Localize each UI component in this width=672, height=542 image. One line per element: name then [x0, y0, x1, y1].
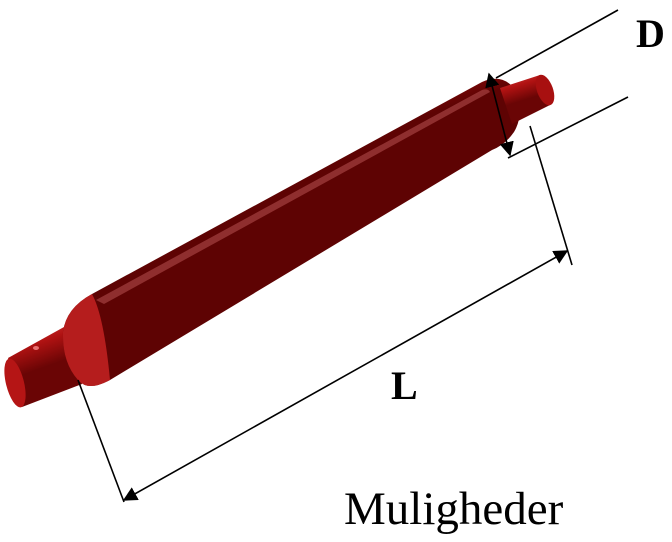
l-arrow	[122, 250, 569, 501]
caption-text: Muligheder	[344, 483, 564, 535]
left-shaft	[4, 327, 82, 408]
l-extension-right	[529, 125, 573, 266]
dimension-d	[485, 9, 629, 159]
diameter-label: D	[636, 11, 665, 56]
dimension-l	[77, 125, 573, 503]
d-arrow	[485, 72, 514, 157]
d-extension-bottom	[507, 96, 629, 159]
roller-body	[62, 78, 520, 387]
length-label: L	[391, 363, 418, 408]
d-extension-top	[495, 9, 619, 79]
l-extension-left	[77, 379, 125, 503]
